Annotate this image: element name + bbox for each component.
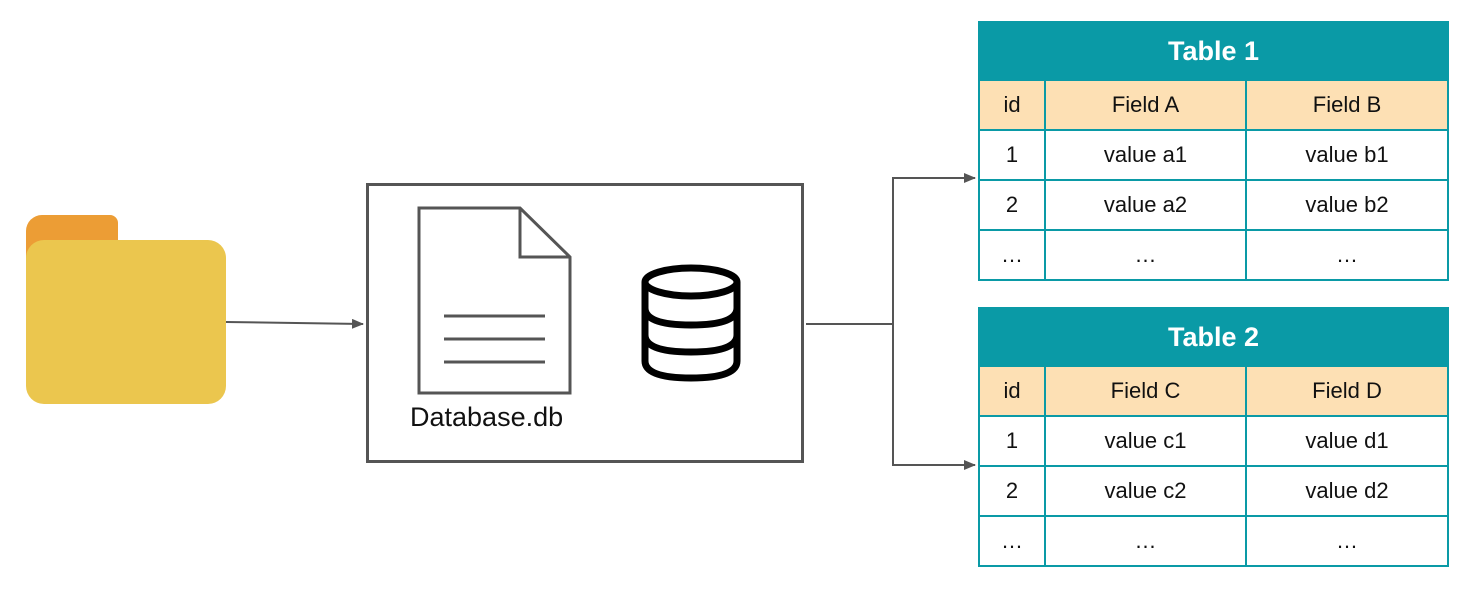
- table-cell: value b2: [1244, 179, 1450, 231]
- table-title: Table 1: [977, 21, 1450, 81]
- folder-to-db-arrow: [225, 318, 364, 329]
- table-header-row: id Field C Field D: [978, 365, 1450, 417]
- table-cell: 1: [978, 129, 1046, 181]
- folder-front: [26, 240, 226, 404]
- column-header: Field C: [1044, 365, 1247, 417]
- table-cell: …: [978, 229, 1046, 281]
- table-cell: …: [1044, 515, 1247, 567]
- table-row: … … …: [978, 229, 1450, 281]
- table-row: 1 value a1 value b1: [978, 129, 1450, 181]
- table-row: … … …: [978, 515, 1450, 567]
- split-to-table2-arrow: [892, 324, 976, 470]
- table-row: 2 value c2 value d2: [978, 465, 1450, 517]
- document-icon: [417, 206, 572, 395]
- table-cell: …: [1044, 229, 1247, 281]
- table-cell: 2: [978, 465, 1046, 517]
- table-cell: …: [978, 515, 1046, 567]
- column-header: Field A: [1044, 79, 1247, 131]
- table-cell: 1: [978, 415, 1046, 467]
- table-cell: …: [1244, 229, 1450, 281]
- table-cell: …: [1244, 515, 1450, 567]
- table-cell: value c1: [1044, 415, 1247, 467]
- table-cell: value d1: [1244, 415, 1450, 467]
- column-header: id: [978, 79, 1046, 131]
- table-title: Table 2: [977, 307, 1450, 367]
- database-container: [366, 183, 804, 463]
- table-row: 2 value a2 value b2: [978, 179, 1450, 231]
- column-header: id: [978, 365, 1046, 417]
- table-cell: value a1: [1044, 129, 1247, 181]
- table-1: Table 1 id Field A Field B 1 value a1 va…: [977, 21, 1450, 281]
- folder-icon: [26, 215, 226, 405]
- table-header-row: id Field A Field B: [978, 79, 1450, 131]
- column-header: Field B: [1244, 79, 1450, 131]
- table-cell: value c2: [1044, 465, 1247, 517]
- table-2: Table 2 id Field C Field D 1 value c1 va…: [977, 307, 1450, 567]
- database-label: Database.db: [410, 402, 564, 432]
- table-cell: value b1: [1244, 129, 1450, 181]
- table-cell: 2: [978, 179, 1046, 231]
- column-header: Field D: [1244, 365, 1450, 417]
- table-row: 1 value c1 value d1: [978, 415, 1450, 467]
- table-cell: value a2: [1044, 179, 1247, 231]
- split-to-table1-arrow: [892, 173, 976, 324]
- database-icon: [641, 264, 741, 382]
- table-cell: value d2: [1244, 465, 1450, 517]
